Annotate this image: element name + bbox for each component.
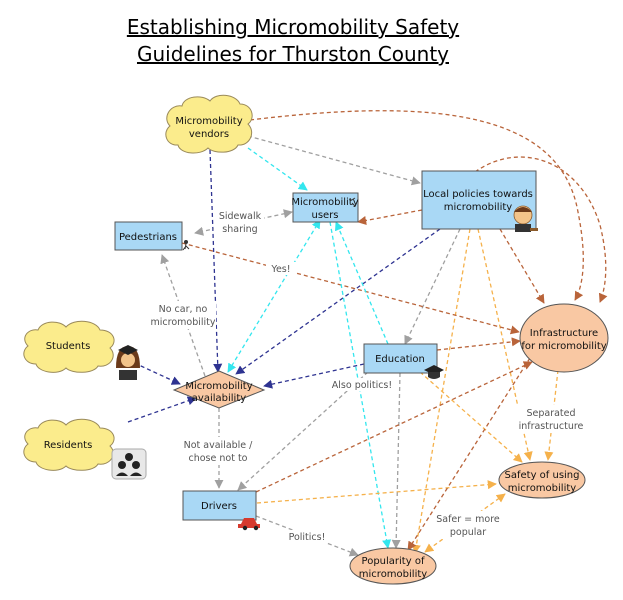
student-icon — [116, 345, 140, 380]
box-shape — [363, 343, 438, 374]
oval-shape — [349, 547, 437, 585]
node-students: Students — [23, 320, 140, 380]
edge-drivers-to-infrastructure — [255, 361, 533, 493]
node-residents: Residents — [23, 418, 147, 480]
node-policies-line-1: Local policies towards — [423, 189, 533, 200]
edge-label-safer-line-2: popular — [450, 527, 486, 538]
edge-label-not-available-line-2: chose not to — [189, 453, 248, 464]
node-popularity-line-2: micromobility — [359, 569, 427, 580]
node-vendors: Micromobility vendors — [165, 94, 253, 154]
node-drivers: Drivers — [182, 490, 260, 531]
node-infrastructure-line-1: Infrastructure — [530, 328, 598, 339]
node-popularity: Popularity of micromobility — [349, 547, 437, 585]
edge-vendors-to-users — [247, 147, 308, 191]
edge-education-to-availability — [263, 363, 365, 389]
node-residents-label: Residents — [44, 440, 93, 451]
box-shape — [114, 221, 183, 251]
edge-vendors-to-infrastructure — [249, 110, 584, 301]
edge-policies-to-education — [404, 228, 461, 345]
cloud-shape — [23, 320, 115, 373]
edge-label-politics: Politics! — [289, 532, 326, 543]
edge-drivers-to-popularity — [255, 515, 359, 557]
edge-education-to-popularity — [391, 372, 401, 549]
node-availability: Micromobility availability — [172, 370, 266, 409]
car-icon — [238, 518, 260, 531]
node-drivers-label: Drivers — [201, 501, 237, 512]
oval-shape — [498, 461, 586, 499]
edge-label-bg — [516, 405, 586, 433]
edge-label-bg — [150, 301, 216, 329]
edge-label-bg — [330, 378, 394, 391]
node-infrastructure: Infrastructure for micromobility — [519, 303, 609, 373]
edge-label-yes: Yes! — [270, 264, 290, 275]
edge-vendors-to-policies — [247, 135, 421, 186]
judge-icon — [513, 205, 538, 232]
edge-pedestrians-to-infrastructure — [181, 242, 520, 335]
node-availability-line-2: availability — [192, 393, 246, 404]
edge-vendors-to-availability — [209, 149, 223, 373]
diamond-shape — [172, 370, 266, 409]
edge-label-bg — [436, 511, 500, 539]
node-users-line-1: Micromobility — [291, 197, 358, 208]
edge-education-to-users — [335, 221, 389, 345]
edge-label-also-politics: Also politics! — [332, 380, 392, 391]
walking-person-icon — [182, 240, 190, 251]
node-policies: Local policies towards micromobility — [421, 170, 538, 232]
oval-shape — [519, 303, 609, 373]
edge-label-bg — [266, 262, 296, 275]
node-students-label: Students — [46, 341, 91, 352]
node-pedestrians: Pedestrians — [114, 221, 190, 251]
edge-policies-to-infrastructure-outer — [474, 156, 608, 303]
node-pedestrians-label: Pedestrians — [119, 232, 177, 243]
edge-labels: Sidewalk sharing Yes! No car, no micromo… — [150, 207, 586, 543]
edge-availability-users — [227, 219, 321, 373]
cloud-shape — [165, 94, 253, 154]
edge-residents-to-availability — [127, 396, 197, 423]
edge-label-sidewalk-line-1: Sidewalk — [219, 211, 262, 222]
people-icon — [111, 448, 147, 480]
graduation-cap-icon — [424, 365, 444, 379]
node-users-line-2: users — [311, 210, 338, 221]
node-safety-line-1: Safety of using — [505, 470, 580, 481]
edge-label-sidewalk-line-2: sharing — [222, 224, 257, 235]
node-vendors-line-2: vendors — [189, 129, 229, 140]
cloud-shape — [23, 418, 115, 471]
edge-label-nocar-line-2: micromobility — [151, 317, 216, 328]
node-education-label: Education — [375, 354, 425, 365]
edge-label-bg — [214, 207, 264, 235]
node-education: Education — [363, 343, 444, 379]
edge-policies-to-users — [357, 209, 423, 225]
box-shape — [292, 192, 359, 223]
diagram-title-line-1: Establishing Micromobility Safety — [127, 15, 459, 39]
edge-policies-to-infrastructure — [499, 228, 545, 304]
node-users: Micromobility users — [291, 192, 359, 223]
edge-label-separated-line-1: Separated — [526, 408, 575, 419]
node-policies-line-2: micromobility — [444, 202, 512, 213]
edge-label-bg — [182, 437, 254, 465]
edge-drivers-to-safety — [256, 480, 497, 504]
edge-label-separated-line-2: infrastructure — [519, 421, 584, 432]
scooter-icon — [349, 197, 356, 207]
node-vendors-line-1: Micromobility — [175, 116, 242, 127]
box-shape — [182, 490, 257, 521]
node-availability-line-1: Micromobility — [185, 381, 252, 392]
node-safety-line-2: micromobility — [508, 483, 576, 494]
edge-label-not-available-line-1: Not available / — [184, 440, 254, 451]
edge-education-to-drivers — [237, 371, 369, 491]
edge-label-bg — [286, 530, 328, 543]
node-safety: Safety of using micromobility — [498, 461, 586, 499]
node-popularity-line-1: Popularity of — [362, 556, 425, 567]
edge-label-safer-line-1: Safer = more — [436, 514, 500, 525]
edge-label-nocar-line-1: No car, no — [159, 304, 208, 315]
node-infrastructure-line-2: for micromobility — [521, 341, 606, 352]
edge-education-to-safety — [419, 371, 523, 463]
diagram-title-line-2: Guidelines for Thurston County — [137, 42, 449, 66]
